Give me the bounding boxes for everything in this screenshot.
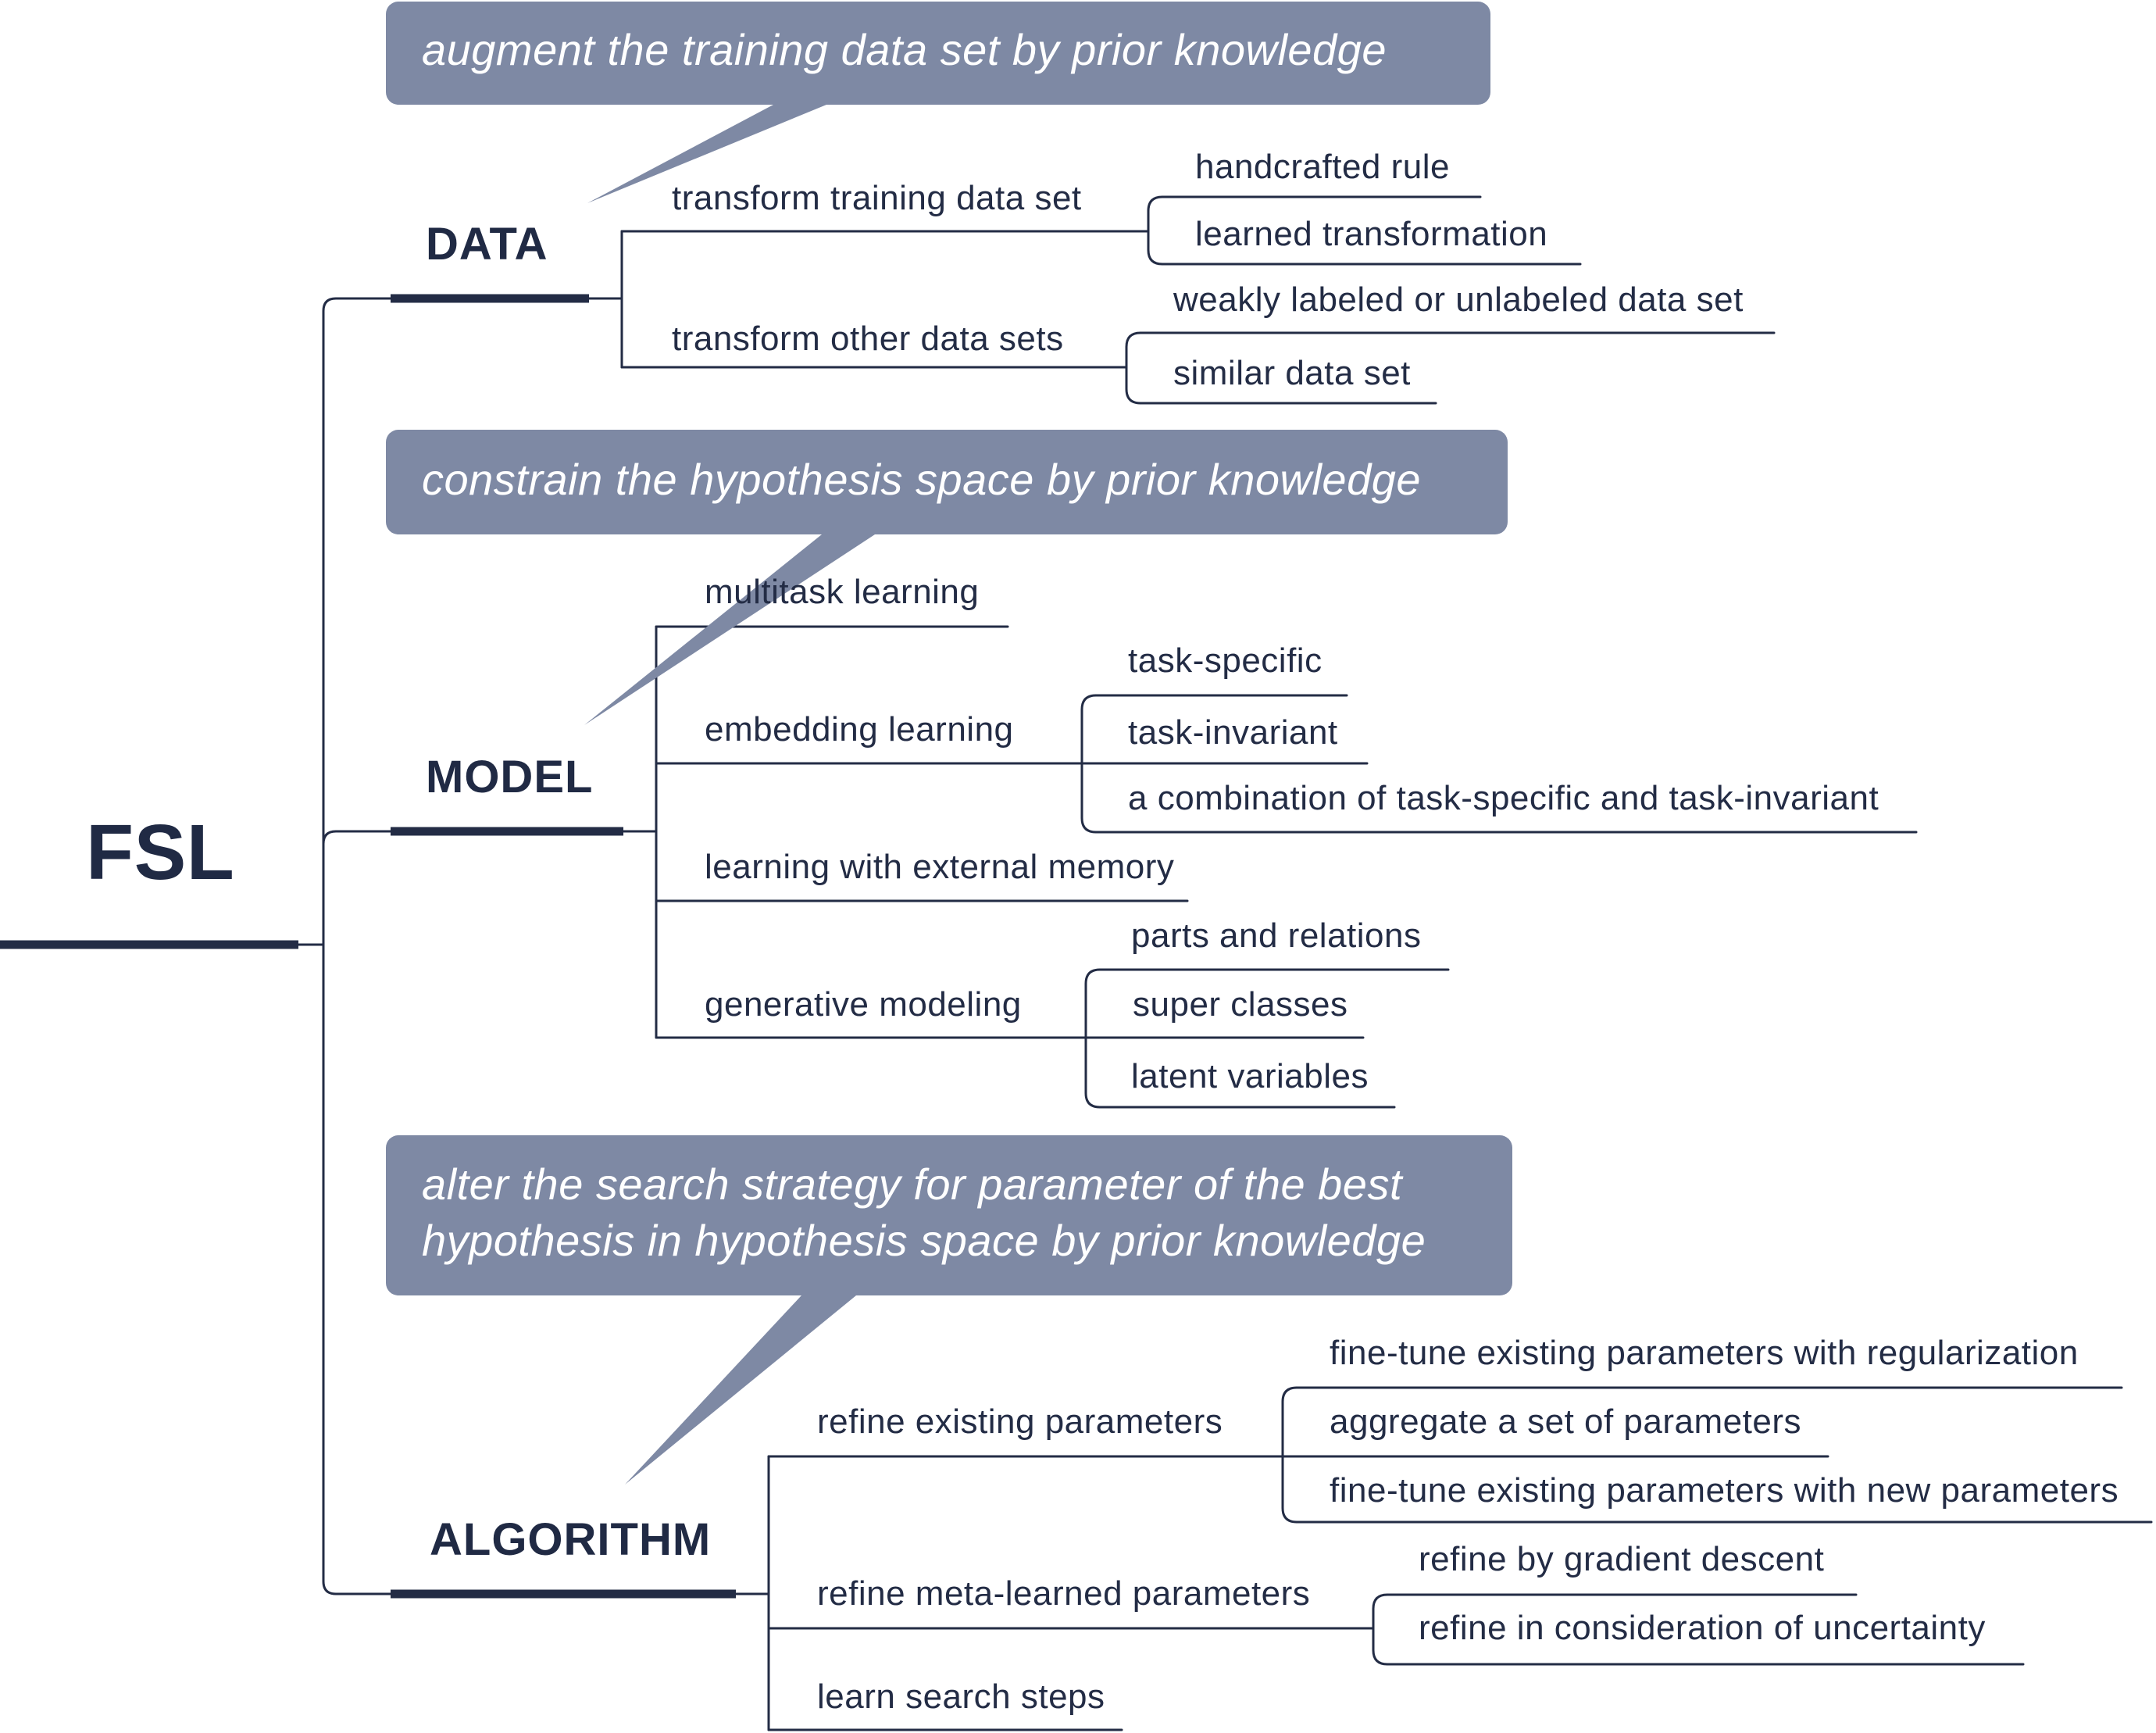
- leaf-uncertainty: refine in consideration of uncertainty: [1419, 1609, 1986, 1647]
- leaf-similar-data-set: similar data set: [1173, 354, 1411, 392]
- callout-algorithm-text-line-2: hypothesis in hypothesis space by prior …: [422, 1216, 1426, 1265]
- branch-data: DATA: [426, 219, 548, 270]
- callout-data-tail: [587, 105, 826, 203]
- root-trunk-connector: [297, 297, 392, 946]
- leaf-finetune-regularization: fine-tune existing parameters with regul…: [1330, 1334, 2079, 1372]
- leaf-super-classes: super classes: [1133, 985, 1348, 1024]
- leaf-task-invariant: task-invariant: [1128, 713, 1338, 752]
- node-transform-other: transform other data sets: [672, 320, 1064, 358]
- refine-existing-leaves-bracket: [1281, 1386, 1298, 1524]
- node-generative-modeling: generative modeling: [705, 985, 1022, 1024]
- leaf-learned-transformation: learned transformation: [1195, 215, 1548, 253]
- leaf-weakly-labeled: weakly labeled or unlabeled data set: [1173, 280, 1744, 319]
- callout-model-text: constrain the hypothesis space by prior …: [422, 455, 1422, 504]
- callout-model-tail: [584, 534, 875, 725]
- leaf-latent-variables: latent variables: [1131, 1057, 1369, 1095]
- transform-training-leaves-bracket: [1147, 195, 1164, 266]
- callout-model-box: [386, 430, 1508, 534]
- refine-meta-leaves-bracket: [1372, 1593, 1389, 1666]
- node-refine-meta: refine meta-learned parameters: [817, 1574, 1311, 1613]
- node-multitask-learning: multitask learning: [705, 573, 980, 611]
- callout-algorithm-tail: [625, 1295, 856, 1485]
- leaf-finetune-new-parameters: fine-tune existing parameters with new p…: [1330, 1471, 2119, 1510]
- root-algorithm-connector: [322, 943, 392, 1595]
- transform-other-leaves-bracket: [1125, 331, 1142, 405]
- leaf-gradient-descent: refine by gradient descent: [1419, 1540, 1825, 1578]
- node-learn-search-steps: learn search steps: [817, 1678, 1105, 1716]
- leaf-task-specific: task-specific: [1128, 641, 1323, 680]
- branch-model: MODEL: [426, 752, 594, 802]
- node-refine-existing: refine existing parameters: [817, 1402, 1223, 1441]
- root-model-connector: [322, 830, 392, 946]
- node-embedding-learning: embedding learning: [705, 710, 1014, 749]
- callout-algorithm-text-line-1: alter the search strategy for parameter …: [422, 1160, 1403, 1209]
- callout-data-box: [386, 2, 1490, 105]
- callout-data-text: augment the training data set by prior k…: [422, 25, 1387, 74]
- leaf-handcrafted-rule: handcrafted rule: [1195, 148, 1450, 186]
- leaf-parts-and-relations: parts and relations: [1131, 917, 1422, 955]
- node-transform-training: transform training data set: [672, 179, 1082, 217]
- node-external-memory: learning with external memory: [705, 848, 1175, 886]
- leaf-aggregate-parameters: aggregate a set of parameters: [1330, 1402, 1801, 1441]
- leaf-combination: a combination of task-specific and task-…: [1128, 779, 1879, 817]
- branch-algorithm: ALGORITHM: [430, 1514, 712, 1565]
- root-node-fsl: FSL: [86, 809, 235, 896]
- callout-algorithm-box: [386, 1135, 1512, 1295]
